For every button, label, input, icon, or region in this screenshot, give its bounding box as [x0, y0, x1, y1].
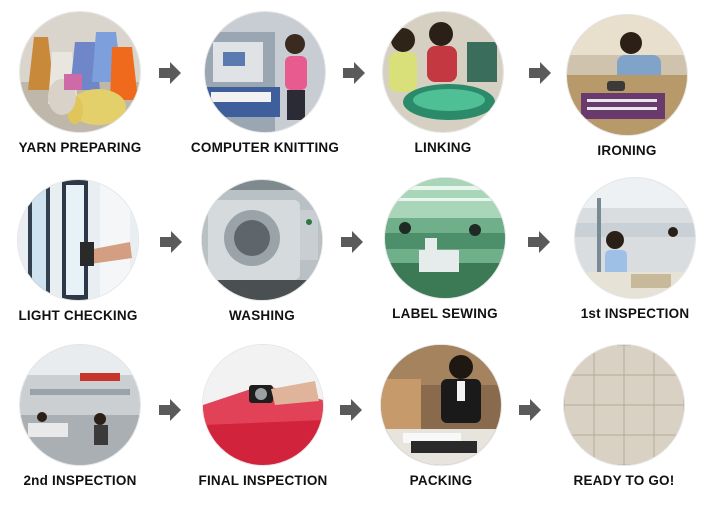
step-label: IRONING: [597, 143, 656, 158]
step-computer-knitting: COMPUTER KNITTING: [190, 12, 340, 172]
washing-machine-photo: [202, 180, 322, 300]
step-label: PACKING: [410, 473, 473, 488]
right-arrow-icon: [339, 229, 365, 255]
step-label: YARN PREPARING: [19, 140, 142, 155]
packing-photo: [381, 345, 501, 465]
step-label: LINKING: [415, 140, 472, 155]
step-final-inspection: FINAL INSPECTION: [188, 345, 338, 505]
linking-machine-photo: [383, 12, 503, 132]
right-arrow-icon: [341, 60, 367, 86]
step-label: WASHING: [229, 308, 295, 323]
step-label: LIGHT CHECKING: [18, 308, 137, 323]
step-label-sewing: LABEL SEWING: [370, 178, 520, 338]
ironing-photo: [567, 15, 687, 135]
step-label: COMPUTER KNITTING: [191, 140, 339, 155]
step-washing: WASHING: [187, 180, 337, 340]
magnifier-inspection-photo: [203, 345, 323, 465]
step-label: LABEL SEWING: [392, 306, 498, 321]
step-packing: PACKING: [366, 345, 516, 505]
step-ready-to-go: READY TO GO!: [549, 345, 699, 505]
step-2nd-inspection: 2nd INSPECTION: [5, 345, 155, 505]
step-label: FINAL INSPECTION: [199, 473, 328, 488]
step-label: 2nd INSPECTION: [23, 473, 136, 488]
right-arrow-icon: [526, 229, 552, 255]
factory-floor-photo: [20, 345, 140, 465]
step-linking: LINKING: [368, 12, 518, 172]
knitting-machine-photo: [205, 12, 325, 132]
right-arrow-icon: [157, 60, 183, 86]
yarn-cones-photo: [20, 12, 140, 132]
step-label: READY TO GO!: [574, 473, 675, 488]
step-label: 1st INSPECTION: [581, 306, 690, 321]
right-arrow-icon: [338, 397, 364, 423]
right-arrow-icon: [517, 397, 543, 423]
sewing-workshop-photo: [385, 178, 505, 298]
light-checking-photo: [18, 180, 138, 300]
inspection-workshop-photo: [575, 178, 695, 298]
step-1st-inspection: 1st INSPECTION: [560, 178, 710, 338]
step-light-checking: LIGHT CHECKING: [3, 180, 153, 340]
right-arrow-icon: [527, 60, 553, 86]
right-arrow-icon: [158, 229, 184, 255]
carton-boxes-photo: [564, 345, 684, 465]
step-yarn-preparing: YARN PREPARING: [5, 12, 155, 172]
right-arrow-icon: [157, 397, 183, 423]
step-ironing: IRONING: [552, 15, 702, 175]
